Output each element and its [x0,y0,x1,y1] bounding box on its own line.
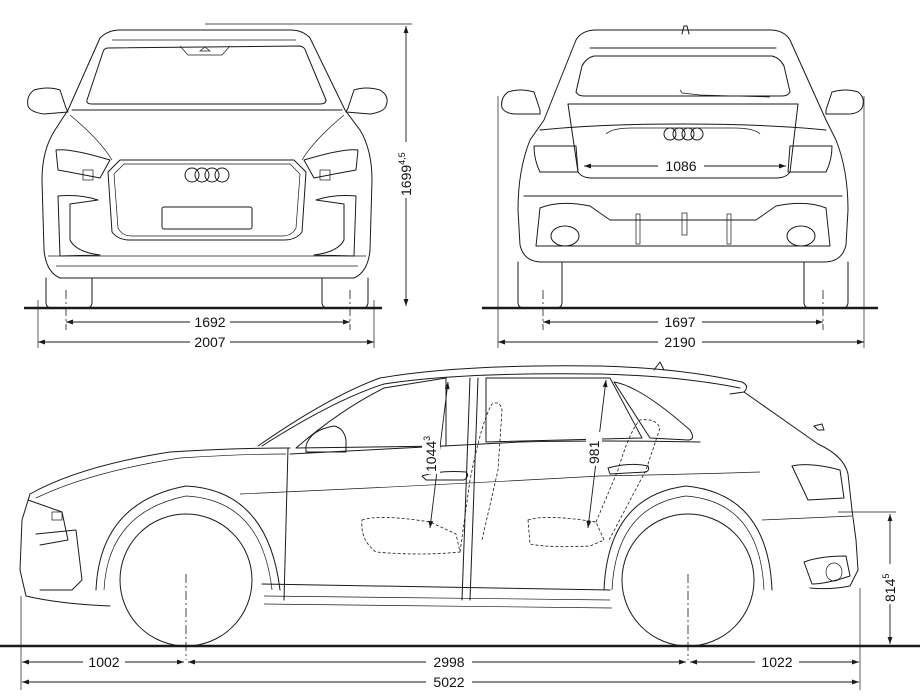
rear-door-handle [607,463,650,475]
front-body-outline [41,129,373,279]
rear-right-mirror [825,89,864,115]
left-mirror [27,87,69,115]
side-roof-outline [257,365,748,447]
side-hood-line [29,447,291,495]
front-right-tire [321,277,369,309]
side-view: 10443 981 8145 1002 2998 1022 5022 [0,361,920,690]
front-roof-outline [99,29,361,131]
brand-logo-rear [663,127,704,141]
front-headroom-label: 10443 [422,436,439,472]
side-sill [261,583,611,591]
side-mirror [305,425,347,453]
height-label: 16994,5 [397,152,414,196]
tailgate [567,103,799,179]
rear-quarter-window [613,381,694,441]
front-overhang-label: 1002 [88,654,119,670]
rear-roof-outline [575,29,837,141]
right-taillight [787,145,833,173]
right-headlight [303,149,359,179]
front-seat-outline [361,517,461,555]
rear-exhaust-side [803,555,851,585]
front-track-label: 1692 [194,314,225,330]
front-width-label: 2007 [194,334,225,350]
rear-track-label: 1697 [664,314,695,330]
rear-diffuser [535,202,831,247]
left-taillight [533,145,579,173]
front-view: 16994,5 1692 2007 [24,23,414,350]
front-license-plate [161,206,253,230]
rear-shoulder-label: 1086 [665,158,696,174]
rear-headroom-label: 981 [586,440,602,464]
rear-side-window [485,377,643,443]
overall-length-label: 5022 [433,674,464,690]
wheelbase-label: 2998 [433,654,464,670]
left-exhaust-tip [550,225,580,247]
front-bumper [19,493,111,607]
rear-body-outline [517,139,849,263]
rear-overhang-label: 1022 [761,654,792,670]
rear-left-mirror [501,89,541,115]
rear-left-tire [517,261,563,309]
rear-right-tire [803,261,849,309]
left-headlight [55,149,111,179]
rear-spoiler [653,361,665,371]
brand-logo-front [184,167,230,183]
front-left-tire [45,277,93,309]
rear-wheel-arch [603,485,773,591]
right-exhaust-tip [786,225,816,247]
rear-window [575,55,791,97]
right-mirror [345,87,388,115]
front-grille [107,159,307,241]
rear-view: 1086 1697 2190 [482,25,878,350]
windshield [86,45,327,105]
loading-height-label: 8145 [881,574,898,602]
rear-seat-outline [527,517,605,548]
front-wheel-arch [95,485,281,591]
front-side-window [295,377,447,449]
rear-body-outline-side [743,391,859,590]
side-taillight [791,464,845,501]
rear-width-label: 2190 [664,334,695,350]
